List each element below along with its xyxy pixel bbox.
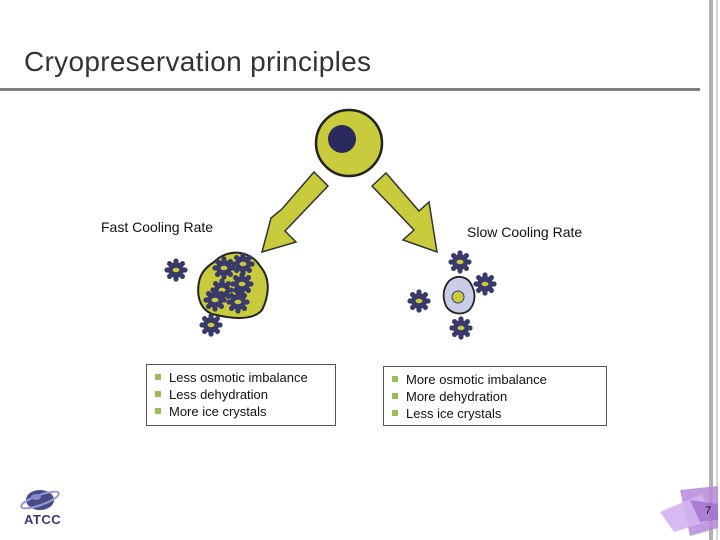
slow-cooled-cell [442,275,476,315]
list-item: Less osmotic imbalance [155,369,327,386]
ice-crystal-icon [449,316,473,340]
slow-cooling-label: Slow Cooling Rate [467,224,583,240]
logo-text: ATCC [24,512,62,527]
slide-title: Cryopreservation principles [24,46,372,77]
list-item: More osmotic imbalance [392,371,598,388]
bullet-icon [155,391,161,397]
ice-crystal-icon [212,256,236,280]
list-item: More ice crystals [155,403,327,420]
ice-crystal-icon [226,290,250,314]
ice-crystal-icon [407,289,431,313]
list-item: Less ice crystals [392,405,598,422]
bullet-icon [155,408,161,414]
fast-cooling-outcomes: Less osmotic imbalance Less dehydration … [146,364,336,426]
slow-cooling-outcomes: More osmotic imbalance More dehydration … [383,366,607,426]
page-number: 7 [705,505,712,517]
ice-crystal-icon [199,313,223,337]
bullet-icon [392,393,398,399]
ice-crystal-icon [448,250,472,274]
bullet-icon [155,374,161,380]
atcc-logo-icon [20,490,60,510]
right-edge-bar [709,0,713,540]
bullet-icon [392,410,398,416]
fast-cooling-arrow [260,170,330,254]
corner-accent [660,486,718,536]
ice-crystal-icon [473,272,497,296]
right-edge-bar-light [716,0,718,540]
ice-crystal-icon [203,288,227,312]
fast-cooling-label: Fast Cooling Rate [101,219,214,235]
ice-crystal-icon [231,252,255,276]
slow-cooling-arrow [370,171,438,254]
list-item: More dehydration [392,388,598,405]
ice-crystal-icon [230,272,254,296]
title-divider [0,88,700,91]
ice-crystal-icon [164,258,188,282]
bullet-icon [392,376,398,382]
list-item: Less dehydration [155,386,327,403]
original-cell [314,108,384,178]
